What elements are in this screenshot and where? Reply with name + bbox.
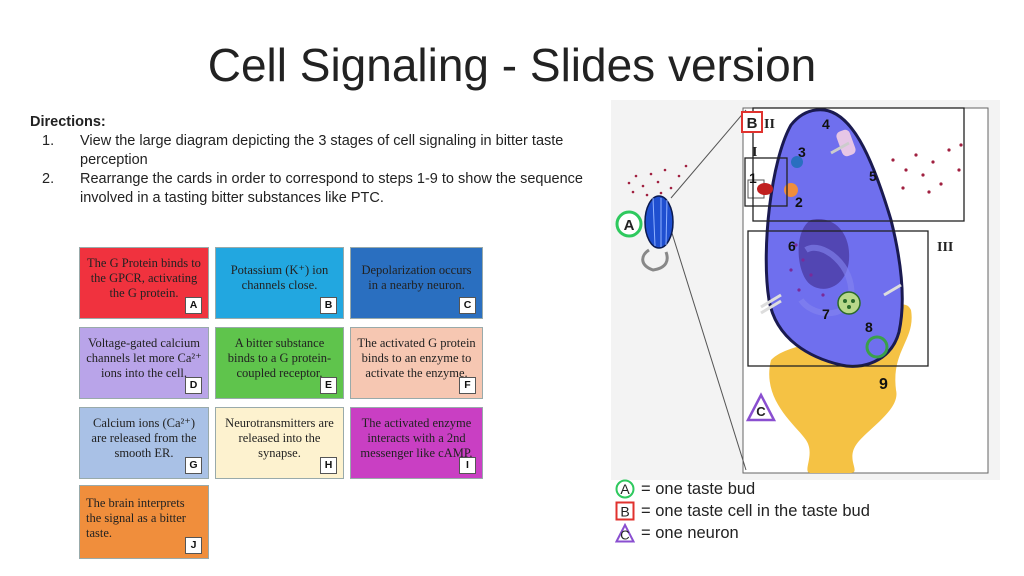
channel-line	[883, 283, 902, 297]
legend-triangle-icon: C	[615, 523, 635, 543]
legend-text-c: = one neuron	[641, 524, 739, 542]
card-label: G	[185, 457, 202, 474]
legend-row-c: C = one neuron	[615, 522, 870, 544]
step-number-1: 1	[749, 170, 757, 186]
stage-i-label: I	[752, 145, 757, 160]
step-number-7: 7	[822, 306, 830, 322]
step-number-2: 2	[795, 194, 803, 210]
card-a[interactable]: The G Protein binds to the GPCR, activat…	[79, 247, 209, 319]
g-protein	[757, 183, 773, 195]
marker-a-letter: A	[624, 217, 635, 234]
marker-a-circle	[615, 210, 643, 238]
stage-iii-box	[747, 230, 929, 367]
channel-line	[830, 141, 850, 155]
step-number-3: 3	[798, 144, 806, 160]
card-g[interactable]: Calcium ions (Ca²⁺) are released from th…	[79, 407, 209, 479]
direction-number: 2.	[42, 171, 55, 187]
calcium-ions	[789, 243, 825, 297]
card-text: The brain interprets the signal as a bit…	[86, 496, 186, 540]
directions: Directions: 1. View the large diagram de…	[30, 113, 610, 208]
legend-row-b: B = one taste cell in the taste bud	[615, 500, 870, 522]
card-label: E	[320, 377, 337, 394]
card-label: I	[459, 457, 476, 474]
legend-circle-icon: A	[615, 479, 635, 499]
step-number-9: 9	[879, 376, 888, 393]
synaptic-vesicle	[865, 335, 889, 359]
direction-item-2: 2. Rearrange the cards in order to corre…	[30, 170, 610, 208]
card-text: Voltage-gated calcium channels let more …	[86, 335, 202, 380]
card-j[interactable]: The brain interprets the signal as a bit…	[79, 485, 209, 559]
card-text: Depolarization occurs in a nearby neuron…	[361, 263, 472, 292]
step-number-5: 5	[869, 168, 877, 184]
card-text: The activated enzyme interacts with a 2n…	[360, 415, 473, 460]
directions-heading: Directions:	[30, 114, 106, 130]
taste-bud	[641, 195, 674, 272]
marker-b-letter: B	[747, 115, 758, 132]
card-e[interactable]: A bitter substance binds to a G protein-…	[215, 327, 344, 399]
marker-b-square	[741, 111, 763, 133]
taste-bud-diagram: A B C II I III 1 2 3 4 5 6 7 8 9	[611, 100, 1000, 480]
stage-ii-box	[752, 107, 965, 222]
direction-number: 1.	[42, 133, 55, 149]
second-messenger	[791, 156, 803, 168]
legend-square-icon: B	[615, 501, 635, 521]
vesicle-dot	[843, 299, 847, 303]
vesicle	[837, 291, 861, 315]
legend-row-a: A = one taste bud	[615, 478, 870, 500]
step-number-8: 8	[865, 319, 873, 335]
legend-text-b: = one taste cell in the taste bud	[641, 502, 870, 520]
card-c[interactable]: Depolarization occurs in a nearby neuron…	[350, 247, 483, 319]
card-label: D	[185, 377, 202, 394]
card-label: B	[320, 297, 337, 314]
card-text: The activated G protein binds to an enzy…	[357, 335, 476, 380]
step-number-4: 4	[822, 116, 830, 132]
legend-symbol-b: B	[620, 504, 629, 520]
card-label: J	[185, 537, 202, 554]
legend-symbol-c: C	[620, 528, 629, 543]
card-text: Calcium ions (Ca²⁺) are released from th…	[91, 415, 197, 460]
bitter-particles	[627, 143, 963, 197]
card-text: Neurotransmitters are released into the …	[225, 415, 334, 460]
card-label: C	[459, 297, 476, 314]
diagram-legend: A = one taste bud B = one taste cell in …	[615, 478, 870, 544]
marker-c-triangle	[745, 392, 777, 422]
card-text: A bitter substance binds to a G protein-…	[227, 335, 332, 380]
card-h[interactable]: Neurotransmitters are released into the …	[215, 407, 344, 479]
card-i[interactable]: The activated enzyme interacts with a 2n…	[350, 407, 483, 479]
card-text: The G Protein binds to the GPCR, activat…	[87, 255, 201, 300]
card-label: H	[320, 457, 337, 474]
direction-text: View the large diagram depicting the 3 s…	[80, 133, 564, 168]
card-d[interactable]: Voltage-gated calcium channels let more …	[79, 327, 209, 399]
legend-text-a: = one taste bud	[641, 480, 756, 498]
stage-iii-label: III	[937, 240, 953, 255]
card-b[interactable]: Potassium (K⁺) ion channels close. B	[215, 247, 344, 319]
marker-c-letter: C	[756, 404, 766, 419]
legend-symbol-a: A	[620, 481, 630, 497]
card-text: Potassium (K⁺) ion channels close.	[230, 263, 329, 292]
card-f[interactable]: The activated G protein binds to an enzy…	[350, 327, 483, 399]
direction-text: Rearrange the cards in order to correspo…	[80, 171, 583, 206]
step-number-6: 6	[788, 238, 796, 254]
nucleus	[798, 219, 850, 289]
channel-line	[760, 293, 782, 309]
vesicle-dot	[847, 305, 851, 309]
zoom-line-top	[670, 109, 747, 199]
card-label: F	[459, 377, 476, 394]
channel-line	[760, 299, 782, 315]
stage-i-box	[744, 157, 788, 207]
stage-ii-label: II	[764, 117, 775, 132]
direction-item-1: 1. View the large diagram depicting the …	[30, 132, 610, 170]
card-label: A	[185, 297, 202, 314]
slide-title: Cell Signaling - Slides version	[207, 39, 817, 91]
zoom-line-bottom	[670, 229, 747, 471]
vesicle-dot	[851, 299, 855, 303]
